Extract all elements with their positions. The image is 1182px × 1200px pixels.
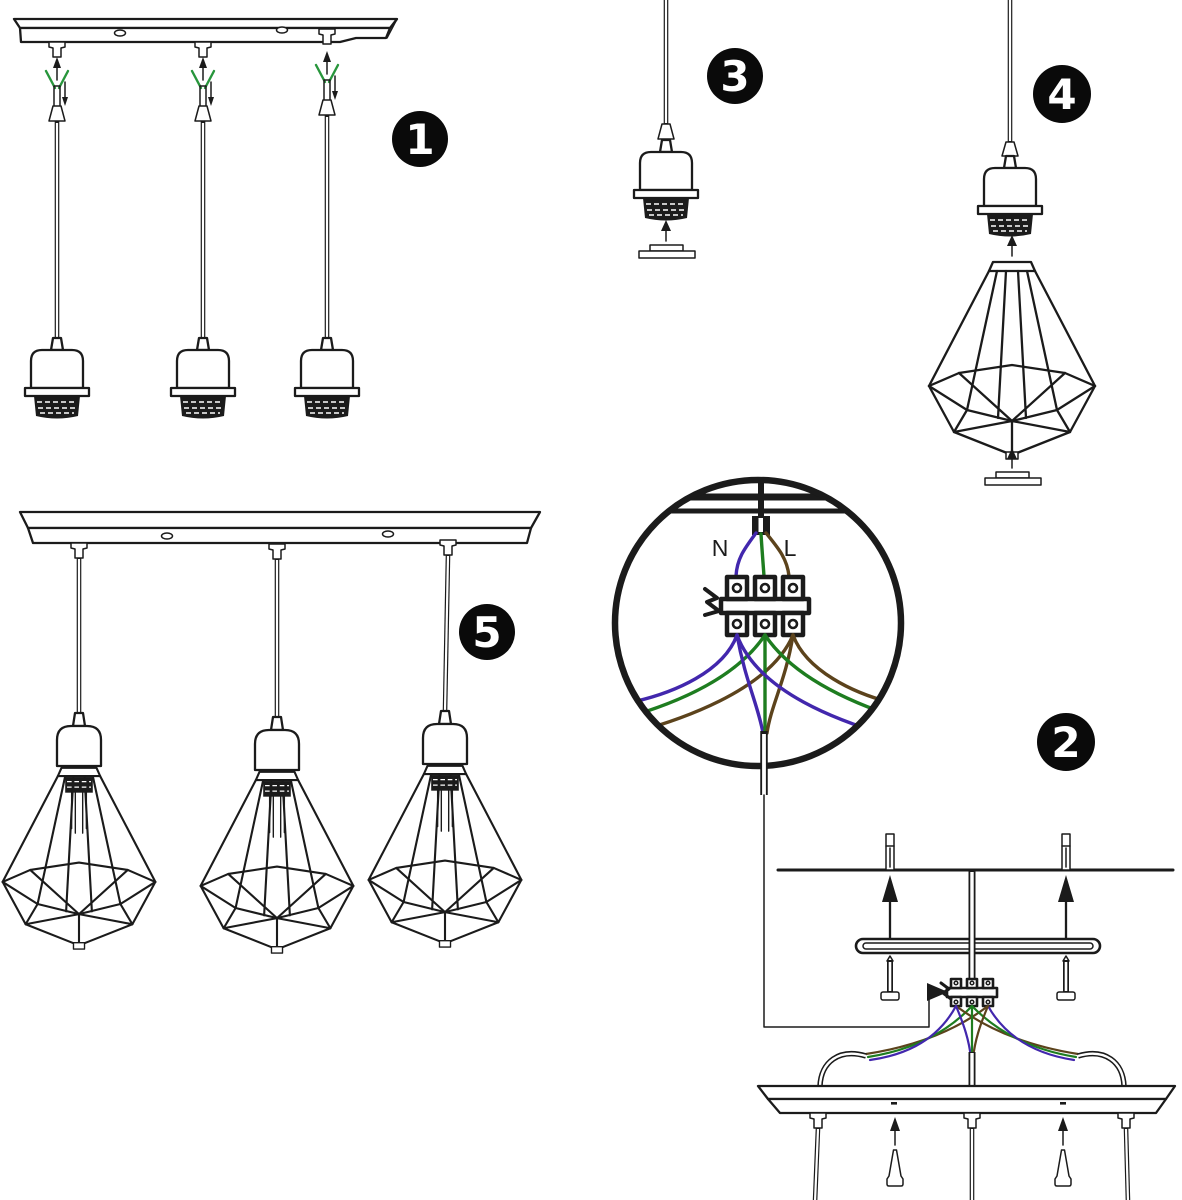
cage-shade bbox=[367, 764, 523, 949]
plate-hole bbox=[381, 530, 395, 538]
socket-in-cage bbox=[64, 776, 94, 834]
step-5-badge: 5 bbox=[459, 604, 515, 660]
svg-text:1: 1 bbox=[405, 115, 434, 164]
cord-grip bbox=[963, 1112, 981, 1129]
cord-3 bbox=[293, 51, 361, 420]
cage-shade bbox=[199, 770, 355, 955]
lamp-holder bbox=[293, 336, 361, 420]
live-wire bbox=[764, 531, 791, 578]
step-4-diagram: 4 bbox=[927, 0, 1097, 486]
neutral-wire bbox=[734, 531, 758, 578]
step-4-badge: 4 bbox=[1033, 65, 1091, 123]
cord-grip bbox=[268, 543, 286, 560]
stripped-earth-wires bbox=[44, 69, 70, 90]
up-arrow-icon bbox=[890, 1117, 900, 1131]
lamp-holder bbox=[976, 154, 1044, 238]
socket-cover bbox=[55, 711, 103, 768]
cage-shade bbox=[927, 260, 1097, 461]
step-5-diagram: 5 bbox=[1, 510, 542, 955]
finial-cap bbox=[886, 1149, 904, 1187]
socket-cover bbox=[421, 709, 469, 766]
pendant-2 bbox=[199, 559, 355, 955]
callout-connector bbox=[763, 794, 948, 1028]
pendant-1 bbox=[1, 558, 157, 951]
up-arrow-icon bbox=[1058, 1117, 1068, 1131]
cord-grip bbox=[48, 41, 66, 58]
mounting-bracket bbox=[854, 937, 1102, 955]
pointer-squiggle-icon bbox=[939, 981, 953, 1001]
cord-1 bbox=[23, 57, 91, 420]
bracket-bolt bbox=[881, 956, 899, 1000]
step-1-diagram: 1 bbox=[12, 17, 448, 420]
step-1-badge: 1 bbox=[392, 111, 448, 167]
live-label: L bbox=[784, 535, 797, 561]
socket-in-cage bbox=[262, 780, 292, 838]
callout-arrow-icon bbox=[927, 983, 948, 1001]
up-arrow-icon bbox=[661, 220, 671, 231]
neutral-label: N bbox=[712, 535, 729, 561]
ceiling-screw bbox=[1061, 833, 1071, 871]
earth-wire bbox=[759, 532, 766, 578]
pendant-cord-assembly bbox=[23, 51, 361, 420]
cord-grip bbox=[439, 539, 457, 556]
lamp-holder bbox=[23, 336, 91, 420]
cap-hole bbox=[1060, 1102, 1066, 1105]
ceiling-screw bbox=[885, 833, 895, 871]
svg-text:5: 5 bbox=[472, 608, 501, 657]
shade-ring bbox=[984, 471, 1042, 486]
up-arrow-icon bbox=[53, 57, 61, 68]
wiring-fan bbox=[864, 1004, 1080, 1062]
up-arrow-icon bbox=[1007, 448, 1017, 459]
cord-grip bbox=[194, 41, 212, 58]
cord-hooks bbox=[817, 1051, 1127, 1087]
bracket-bolt bbox=[1057, 956, 1075, 1000]
step-2-diagram: 2 bbox=[756, 713, 1177, 1200]
cord-grip bbox=[1117, 1112, 1135, 1129]
plate-hole bbox=[275, 26, 289, 34]
terminal-block bbox=[703, 574, 812, 638]
plate-hole bbox=[113, 29, 127, 37]
shade-ring bbox=[638, 244, 696, 259]
cord-2 bbox=[169, 57, 237, 420]
ceiling-plate bbox=[18, 510, 542, 560]
svg-text:3: 3 bbox=[720, 52, 749, 101]
svg-text:4: 4 bbox=[1047, 70, 1076, 119]
terminal-block-small bbox=[939, 977, 999, 1008]
wiring-detail-circle: N L bbox=[611, 476, 905, 795]
up-arrow-icon bbox=[882, 875, 1074, 940]
magnifier-circle bbox=[611, 476, 905, 770]
svg-text:2: 2 bbox=[1051, 718, 1080, 767]
cord-grip bbox=[809, 1112, 827, 1129]
ceiling-plate bbox=[12, 17, 399, 58]
cap-hole bbox=[891, 1102, 897, 1105]
socket-cover bbox=[253, 715, 301, 772]
finial-caps bbox=[886, 1117, 1072, 1187]
step-3-diagram: 3 bbox=[632, 0, 763, 259]
down-arrow-icon bbox=[62, 97, 68, 106]
socket-in-cage bbox=[430, 774, 460, 832]
step-3-badge: 3 bbox=[707, 48, 763, 104]
up-arrow-icon bbox=[1007, 235, 1017, 246]
step-2-badge: 2 bbox=[1037, 713, 1095, 771]
finial-cap bbox=[1054, 1149, 1072, 1187]
plate-hole bbox=[160, 532, 174, 540]
cord-grip bbox=[70, 542, 88, 559]
pointer-squiggle-icon bbox=[703, 587, 721, 617]
lamp-holder bbox=[632, 138, 700, 222]
pendant-3 bbox=[367, 554, 523, 949]
lamp-holder bbox=[169, 336, 237, 420]
cage-shade bbox=[1, 766, 157, 951]
ceiling-plate bbox=[756, 1084, 1177, 1129]
